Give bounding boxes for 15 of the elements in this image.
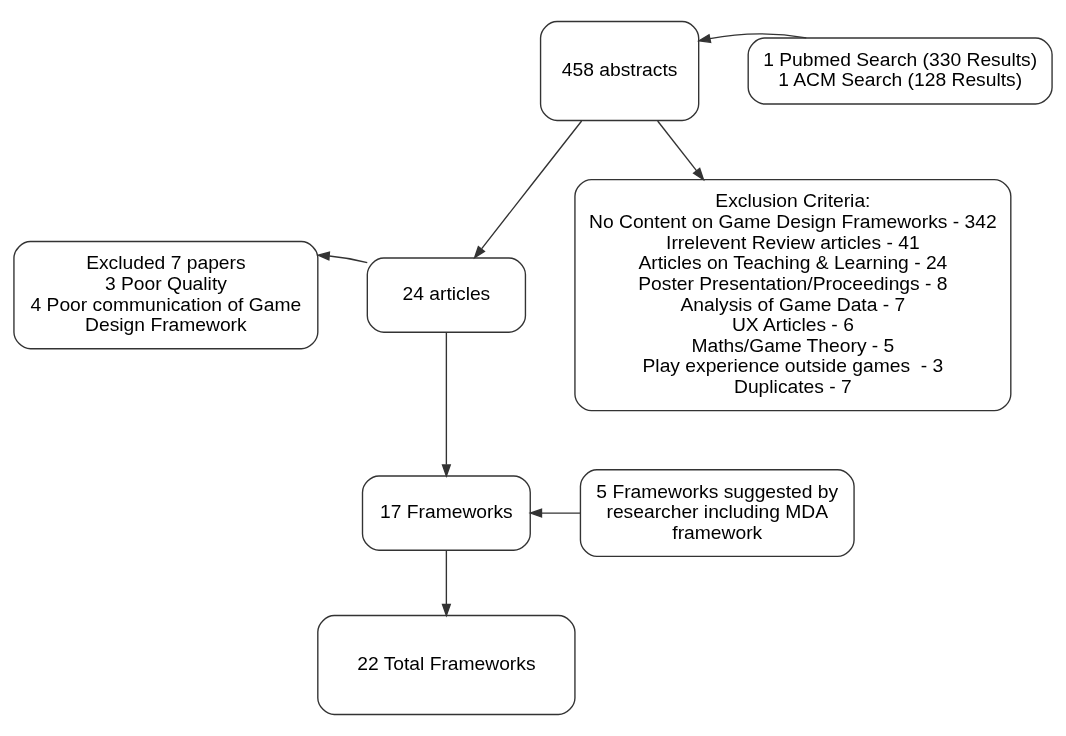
node-box: 24 articles	[366, 257, 527, 333]
arrow	[697, 33, 807, 44]
node-box: Excluded 7 papers 3 Poor Quality 4 Poor communication of Game Design Framework	[13, 240, 319, 350]
node-box: 22 Total Frameworks	[317, 614, 576, 716]
arrow	[528, 508, 581, 518]
node-box: 17 Frameworks	[361, 475, 531, 551]
arrow	[473, 120, 583, 260]
node-box: 1 Pubmed Search (330 Results) 1 ACM Search (128 Results)	[747, 37, 1053, 105]
arrow	[316, 251, 368, 264]
arrow	[441, 549, 452, 618]
node-box: Exclusion Criteria: No Content on Game Design Frameworks - 342 Irrelevent Review articles - 41 Articles on Teaching & Learning - 24 Poster Presentation/Proceedings - 8 Analysis of Game Data - 7 UX Articles - 6 Maths/Game Theory - 5 Play experience outside games - 3 Duplicates - 7	[574, 178, 1012, 412]
arrow	[441, 331, 452, 478]
node-box: 458 abstracts	[539, 20, 700, 122]
arrow	[656, 120, 705, 182]
node-box: 5 Frameworks suggested by researcher including MDA framework	[579, 469, 855, 558]
